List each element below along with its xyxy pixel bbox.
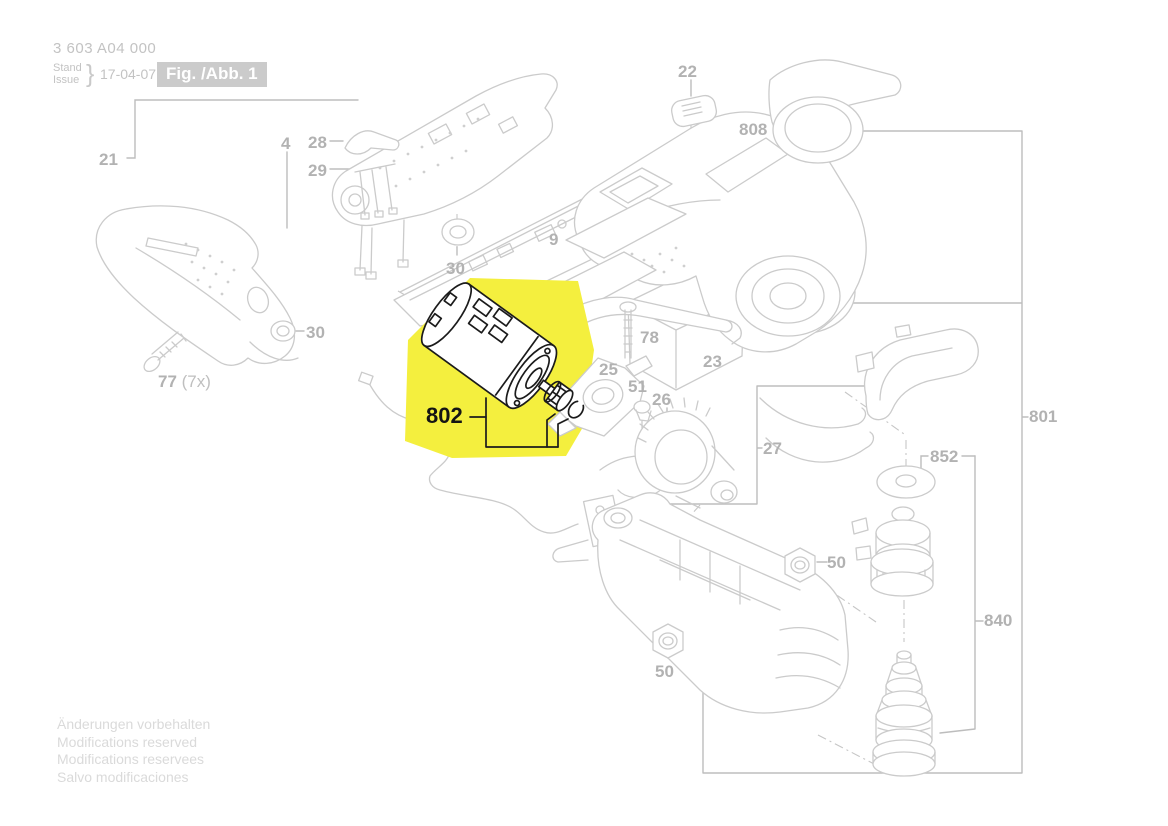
legal-line-de: Änderungen vorbehalten	[57, 716, 211, 732]
nut-50-upper	[784, 547, 816, 583]
issue-date: 17-04-07	[100, 66, 157, 82]
part-label-50-lower: 50	[655, 662, 674, 681]
header: 3 603 A04 000 Stand Issue } 17-04-07 Fig…	[53, 40, 267, 88]
part-label-77: 77 (7x)	[158, 372, 211, 391]
grip-dots	[184, 242, 236, 296]
part-label-21: 21	[99, 150, 118, 169]
part-label-29: 29	[308, 161, 327, 180]
part-label-30-left: 30	[306, 323, 325, 342]
contact-29	[354, 163, 398, 220]
part-label-801: 801	[1029, 407, 1058, 426]
part-label-26: 26	[652, 390, 671, 409]
cover-9-upper	[565, 197, 687, 259]
legal-line-en: Modifications reserved	[57, 733, 198, 750]
figure-badge: Fig. /Abb. 1	[157, 62, 267, 87]
footer-legal: Änderungen vorbehalten Modifications res…	[57, 716, 210, 786]
part-label-30-center: 30	[446, 259, 465, 278]
pivot-cap	[768, 59, 902, 164]
gear-housing	[552, 492, 849, 714]
clip-28	[344, 130, 400, 155]
bracket-802	[469, 397, 569, 448]
adjust-knob	[851, 506, 934, 597]
shell-dots	[378, 117, 480, 188]
damper-30-left	[270, 320, 296, 342]
part-label-22: 22	[678, 62, 697, 81]
clamp-27	[855, 324, 979, 421]
part-label-78: 78	[640, 328, 659, 347]
legal-line-fr: Modifications reservees	[57, 751, 205, 767]
part-label-840: 840	[984, 611, 1013, 630]
screw-51	[633, 400, 652, 429]
part-label-808: 808	[739, 120, 768, 139]
part-label-50-upper: 50	[827, 553, 846, 572]
left-housing-outline	[95, 205, 299, 366]
part-label-51: 51	[628, 377, 647, 396]
legal-line-es: Salvo modificaciones	[57, 768, 189, 785]
right-housing-801	[543, 111, 867, 353]
motor-802	[420, 282, 585, 419]
nut-50-lower	[652, 623, 684, 659]
part-label-9: 9	[549, 230, 559, 249]
washer-852	[876, 465, 936, 499]
bearing-flange-25	[547, 355, 653, 437]
part-label-23: 23	[703, 352, 722, 371]
brace-glyph: }	[86, 60, 95, 88]
spring-wires	[759, 397, 875, 463]
part-label-28: 28	[308, 133, 327, 152]
screw-78	[619, 301, 637, 359]
collet-840	[872, 650, 936, 777]
part-label-4: 4	[281, 134, 291, 153]
part-label-852: 852	[930, 447, 959, 466]
stand-issue-label: Stand Issue	[53, 62, 82, 86]
button-22	[670, 94, 718, 128]
screw-77	[143, 331, 187, 373]
part-label-27: 27	[763, 439, 782, 458]
part-label-25: 25	[599, 360, 618, 379]
damper-30-center	[441, 218, 475, 246]
issue-row: Stand Issue } 17-04-07 Fig. /Abb. 1	[53, 60, 373, 94]
part-label-802: 802	[426, 403, 463, 428]
doc-number: 3 603 A04 000	[53, 40, 157, 57]
fan-26	[634, 397, 738, 509]
